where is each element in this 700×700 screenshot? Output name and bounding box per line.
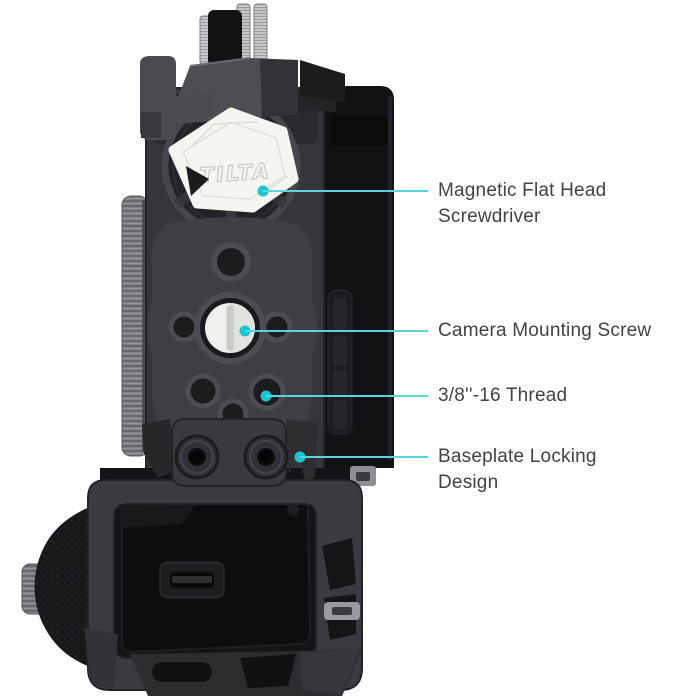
battery-door-latch xyxy=(159,561,225,599)
lock-screw-left xyxy=(174,434,220,480)
battery-door xyxy=(104,496,348,664)
top-mount-hardware xyxy=(199,3,268,66)
cold-shoe-clamp xyxy=(140,56,345,140)
camera-mounting-screw-part xyxy=(194,292,266,364)
baseplate-lock xyxy=(142,418,318,487)
lock-screw-right xyxy=(243,434,289,480)
magnetic-screwdriver: TILTA xyxy=(168,107,299,213)
camera-body xyxy=(312,86,394,486)
bottom-plate xyxy=(130,650,362,696)
side-focus-wheel xyxy=(121,195,149,457)
mounting-holes xyxy=(147,217,317,440)
brand-engraving: TILTA xyxy=(198,158,271,188)
